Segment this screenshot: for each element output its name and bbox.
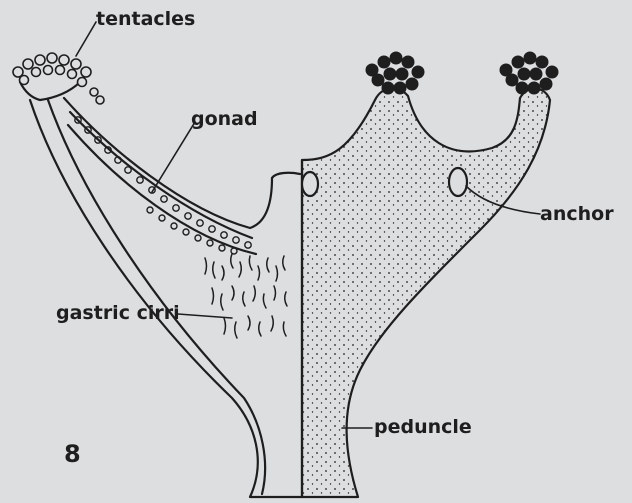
gastric-cirri-leader xyxy=(178,314,232,318)
left-notch xyxy=(272,173,300,178)
gastric-cirri-label: gastric cirri xyxy=(56,304,180,323)
gastric-cirri xyxy=(205,254,287,338)
left-inner-wall xyxy=(48,100,265,494)
gonad-leader xyxy=(152,122,195,192)
anchor-right xyxy=(449,168,467,196)
tentacles-leader xyxy=(76,22,96,56)
gonad-label: gonad xyxy=(191,110,258,129)
tentacles-label: tentacles xyxy=(96,10,195,29)
anchor-label: anchor xyxy=(540,205,614,224)
anchor-left xyxy=(302,172,318,196)
figure-number: 8 xyxy=(64,442,81,466)
left-half-section xyxy=(20,82,302,497)
right-tentacle-cluster-1 xyxy=(366,52,424,94)
right-tentacle-cluster-2 xyxy=(500,52,558,94)
peduncle-label: peduncle xyxy=(374,418,472,437)
left-tentacle-stalk xyxy=(20,82,80,100)
